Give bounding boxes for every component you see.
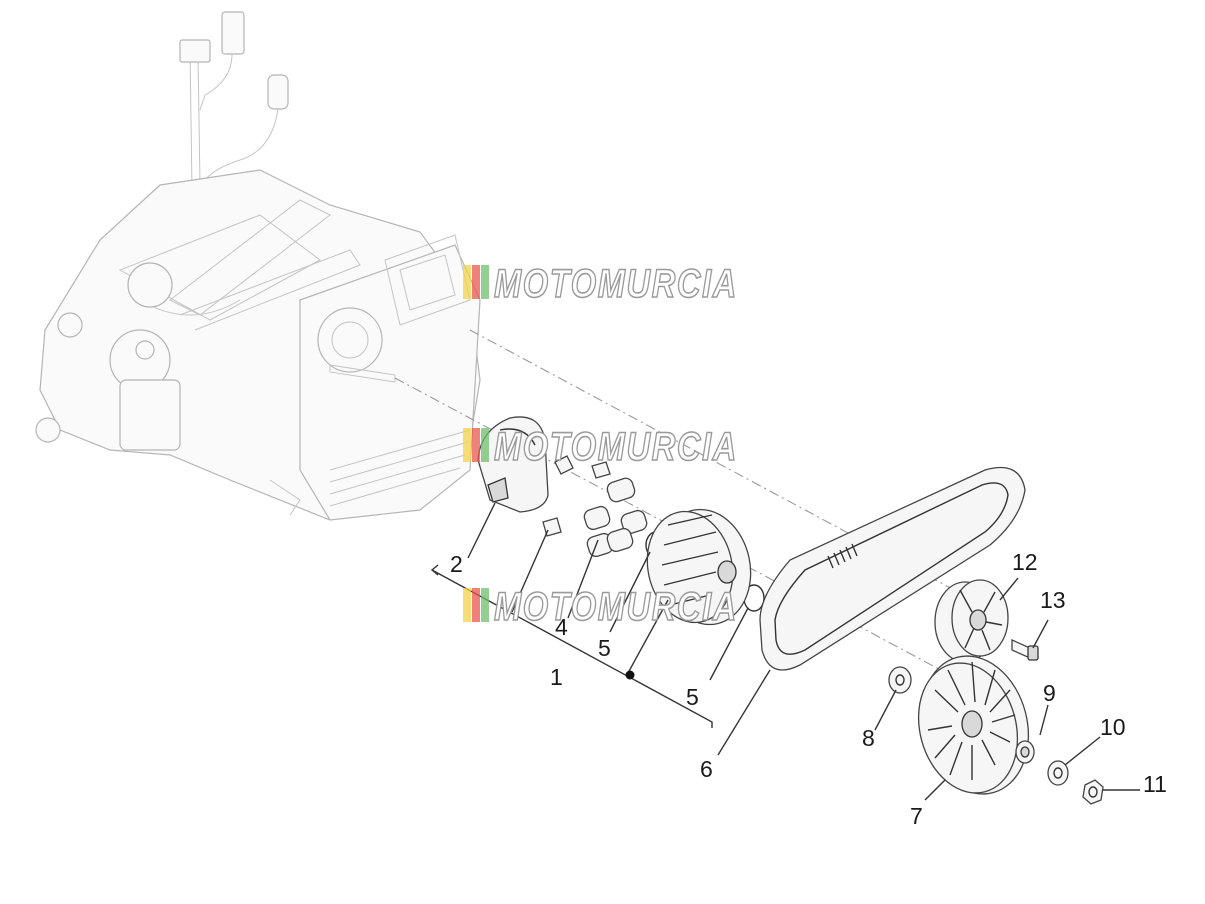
- callout-1: 1: [550, 664, 563, 690]
- callout-13: 13: [1040, 587, 1066, 613]
- spring-washer: [1015, 740, 1035, 764]
- callout-7: 7: [910, 803, 923, 829]
- callout-11: 11: [1143, 771, 1167, 797]
- watermark-stripe: [481, 588, 489, 622]
- group-bracket: [430, 564, 713, 728]
- callout-8: 8: [862, 725, 875, 751]
- cup-washer: [1047, 760, 1069, 786]
- nut: [1082, 779, 1104, 805]
- kit-marker-dot: [625, 670, 635, 680]
- axis-line-upper: [469, 329, 1011, 621]
- idler-bearing: [934, 579, 1009, 663]
- watermarks: MOTOMURCIA MOTOMURCIA MOTOMURCIA: [463, 261, 738, 630]
- engine-assembly: [35, 11, 481, 521]
- watermark-logo: MOTOMURCIA: [463, 424, 738, 470]
- callout-10: 10: [1100, 714, 1126, 740]
- watermark-text: MOTOMURCIA: [494, 262, 738, 306]
- fan-pulley: [917, 655, 1030, 795]
- washer: [888, 666, 912, 694]
- watermark-stripe: [481, 265, 489, 299]
- watermark-stripe: [463, 588, 471, 622]
- watermark-text: MOTOMURCIA: [494, 425, 738, 469]
- callout-5b: 5: [686, 684, 699, 710]
- bolt: [1011, 638, 1039, 661]
- watermark-stripe: [472, 588, 480, 622]
- watermark-stripe: [481, 428, 489, 462]
- callout-labels: 1 2 4 5 5 6 7 8 9 10 11 12 13: [450, 549, 1167, 829]
- slider-pieces: [542, 455, 611, 537]
- callout-9: 9: [1043, 680, 1056, 706]
- watermark-text: MOTOMURCIA: [494, 585, 738, 629]
- callout-2: 2: [450, 551, 463, 577]
- watermark-logo: MOTOMURCIA: [463, 584, 738, 630]
- drive-belt: [759, 466, 1026, 671]
- leader-lines: [467, 502, 1140, 801]
- callout-4: 4: [555, 614, 568, 640]
- watermark-logo: MOTOMURCIA: [463, 261, 738, 307]
- rollers: [583, 477, 648, 558]
- watermark-stripe: [463, 428, 471, 462]
- callout-5a: 5: [598, 635, 611, 661]
- watermark-stripe: [463, 265, 471, 299]
- drive-pulley: [646, 508, 752, 626]
- watermark-stripe: [472, 265, 480, 299]
- callout-12: 12: [1012, 549, 1038, 575]
- ramp-plate: [477, 416, 549, 513]
- watermark-stripe: [472, 428, 480, 462]
- callout-6: 6: [700, 756, 713, 782]
